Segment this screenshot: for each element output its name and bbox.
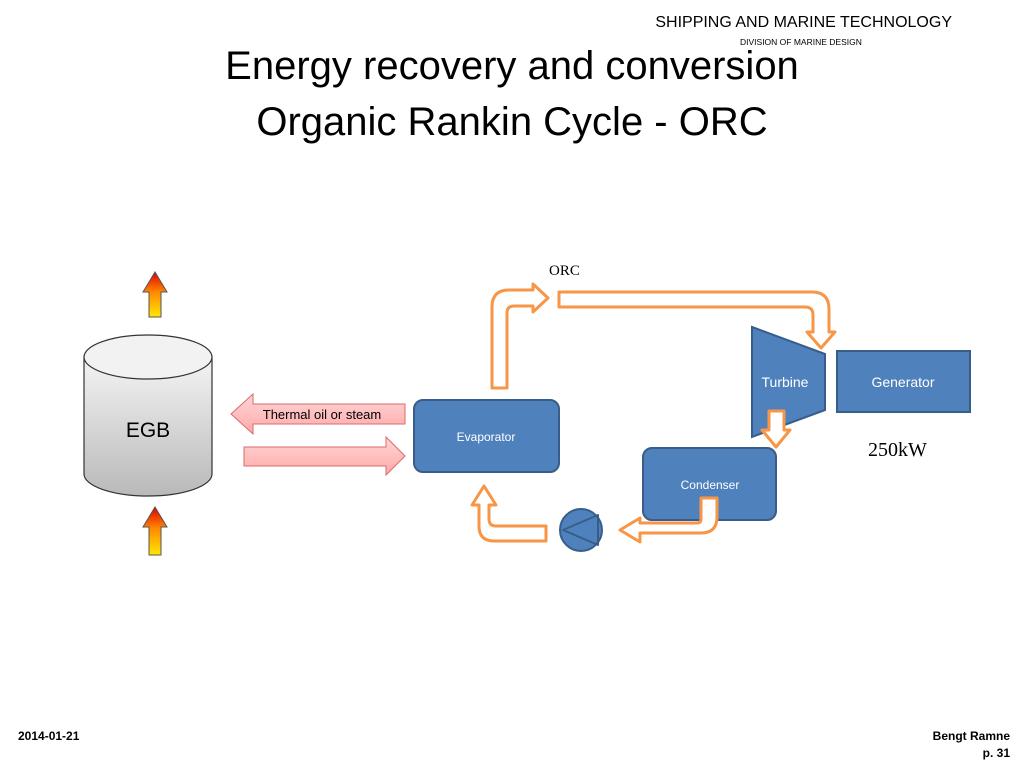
power-output: 250kW (868, 439, 927, 461)
heat-in-arrow (142, 506, 168, 556)
flow-arrow-evaporator-out (490, 282, 550, 390)
evaporator-label: Evaporator (457, 430, 516, 444)
slide-title: Energy recovery and conversion (225, 44, 799, 88)
footer-author: Bengt Ramne (932, 729, 1010, 743)
flow-arrow-to-turbine (557, 290, 837, 350)
organization-name: SHIPPING AND MARINE TECHNOLOGY (655, 14, 952, 31)
flow-arrow-condenser-out (618, 496, 719, 544)
generator-label: Generator (871, 374, 934, 390)
orc-label: ORC (549, 263, 580, 279)
pump (559, 508, 603, 552)
turbine-label: Turbine (762, 374, 809, 390)
thermal-arrow-label: Thermal oil or steam (263, 407, 381, 422)
generator (836, 350, 971, 413)
flow-arrow-turbine-out (760, 409, 792, 449)
division-name: DIVISION OF MARINE DESIGN (740, 37, 862, 47)
evaporator (413, 399, 560, 473)
condenser-label: Condenser (681, 478, 740, 492)
egb-label: EGB (126, 419, 170, 442)
page-number: p. 31 (982, 746, 1010, 760)
footer-date: 2014-01-21 (18, 729, 80, 743)
flow-arrow-pump-out (470, 484, 548, 543)
thermal-supply-arrow (243, 435, 406, 477)
heat-out-arrow (142, 271, 168, 318)
thermal-return-arrow (230, 392, 406, 436)
slide-subtitle: Organic Rankin Cycle - ORC (256, 100, 768, 144)
egb-boiler: EGB (83, 334, 213, 497)
